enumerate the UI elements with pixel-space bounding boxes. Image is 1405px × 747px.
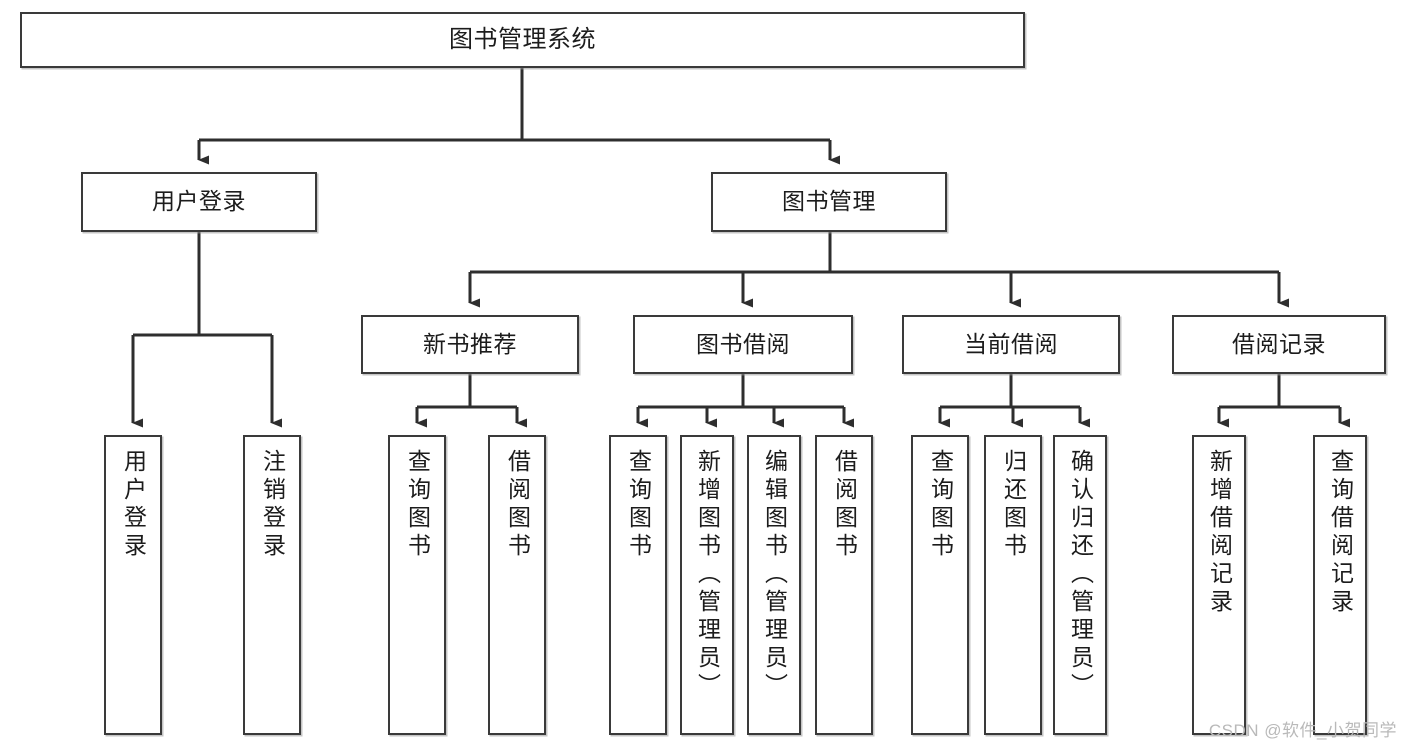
node-user-login[interactable]: 用户登录 <box>81 172 317 232</box>
leaf-query-book-recommend[interactable]: 查询图书 <box>388 435 446 735</box>
leaf-logout[interactable]: 注销登录 <box>243 435 301 735</box>
node-new-book-recommend-label: 新书推荐 <box>423 330 517 357</box>
leaf-edit-book-admin[interactable]: 编辑图书（管理员） <box>747 435 801 735</box>
leaf-add-borrow-record-label: 新增借阅记录 <box>1206 449 1233 617</box>
leaf-query-book-borrow[interactable]: 查询图书 <box>609 435 667 735</box>
leaf-return-book-label: 归还图书 <box>1000 449 1027 561</box>
leaf-borrow-book[interactable]: 借阅图书 <box>815 435 873 735</box>
leaf-query-borrow-record[interactable]: 查询借阅记录 <box>1313 435 1367 735</box>
leaf-edit-book-admin-label: 编辑图书（管理员） <box>761 449 788 701</box>
node-current-borrow[interactable]: 当前借阅 <box>902 315 1120 374</box>
leaf-logout-label: 注销登录 <box>259 449 286 561</box>
node-book-borrow[interactable]: 图书借阅 <box>633 315 853 374</box>
node-root[interactable]: 图书管理系统 <box>20 12 1025 68</box>
leaf-query-book-recommend-label: 查询图书 <box>404 449 431 561</box>
leaf-return-book[interactable]: 归还图书 <box>984 435 1042 735</box>
node-user-login-label: 用户登录 <box>152 188 246 215</box>
node-book-management-label: 图书管理 <box>782 188 876 215</box>
leaf-confirm-return-admin[interactable]: 确认归还（管理员） <box>1053 435 1107 735</box>
node-book-management[interactable]: 图书管理 <box>711 172 947 232</box>
leaf-user-login-label: 用户登录 <box>120 449 147 561</box>
node-root-label: 图书管理系统 <box>449 25 596 53</box>
leaf-query-book-borrow-label: 查询图书 <box>625 449 652 561</box>
node-borrow-record[interactable]: 借阅记录 <box>1172 315 1386 374</box>
leaf-borrow-book-recommend-label: 借阅图书 <box>504 449 531 561</box>
leaf-query-borrow-record-label: 查询借阅记录 <box>1327 449 1354 617</box>
leaf-borrow-book-label: 借阅图书 <box>831 449 858 561</box>
csdn-watermark: CSDN @软件_小贺同学 <box>1208 721 1397 740</box>
node-book-borrow-label: 图书借阅 <box>696 330 790 357</box>
leaf-confirm-return-admin-label: 确认归还（管理员） <box>1067 449 1094 701</box>
leaf-user-login[interactable]: 用户登录 <box>104 435 162 735</box>
leaf-add-borrow-record[interactable]: 新增借阅记录 <box>1192 435 1246 735</box>
node-new-book-recommend[interactable]: 新书推荐 <box>361 315 579 374</box>
node-current-borrow-label: 当前借阅 <box>964 330 1058 357</box>
leaf-add-book-admin-label: 新增图书（管理员） <box>694 449 721 701</box>
node-borrow-record-label: 借阅记录 <box>1232 330 1326 357</box>
leaf-add-book-admin[interactable]: 新增图书（管理员） <box>680 435 734 735</box>
leaf-query-book-current-label: 查询图书 <box>927 449 954 561</box>
leaf-borrow-book-recommend[interactable]: 借阅图书 <box>488 435 546 735</box>
leaf-query-book-current[interactable]: 查询图书 <box>911 435 969 735</box>
